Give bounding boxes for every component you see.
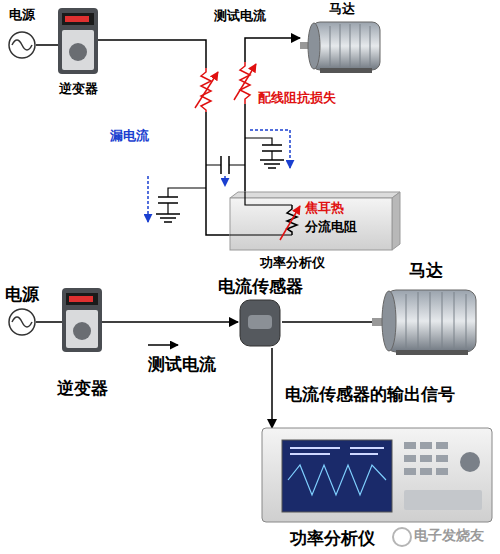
button bbox=[420, 442, 432, 449]
current-arrow bbox=[148, 344, 178, 346]
node-label: 电源 bbox=[5, 284, 39, 304]
analyzer-front bbox=[230, 198, 392, 250]
wire-connector bbox=[36, 321, 62, 323]
motor-endcap bbox=[308, 23, 320, 69]
capacitor-symbol bbox=[262, 145, 282, 151]
motor: 马达 bbox=[300, 18, 385, 73]
motor-fins bbox=[406, 292, 466, 350]
ac-source-symbol bbox=[9, 309, 35, 335]
motor-feet bbox=[320, 68, 372, 73]
edge-label: 测试电流 bbox=[212, 8, 268, 24]
motor-body bbox=[386, 290, 476, 352]
capacitor-wire bbox=[206, 164, 245, 165]
motor-fins bbox=[330, 24, 370, 68]
node-label: 功率分析仪 bbox=[290, 528, 375, 548]
power-source: 电源 bbox=[8, 308, 36, 336]
button bbox=[436, 468, 448, 475]
inverter-panel bbox=[62, 30, 94, 70]
button bbox=[436, 442, 448, 449]
button bbox=[404, 468, 416, 475]
variable-arrow bbox=[195, 72, 218, 108]
inverter-body bbox=[58, 8, 98, 74]
motor: 马达 bbox=[372, 284, 480, 356]
node-label: 焦耳热 bbox=[305, 200, 344, 216]
current-sensor-clamp bbox=[240, 300, 280, 346]
sine-wave bbox=[12, 317, 32, 327]
inverter-display bbox=[66, 293, 98, 305]
wire-connector bbox=[282, 321, 372, 323]
watermark: 电子发烧友 bbox=[414, 527, 484, 544]
leakage-arrow bbox=[147, 176, 149, 222]
motor-body bbox=[312, 22, 380, 70]
button bbox=[420, 455, 432, 462]
capacitor-symbol bbox=[221, 156, 229, 174]
power-source: 电源 bbox=[8, 31, 36, 59]
leakage-label: 漏电流 bbox=[110, 128, 149, 144]
node-label: 逆变器 bbox=[57, 378, 108, 398]
inverter-display bbox=[62, 13, 94, 25]
motor-feet bbox=[396, 350, 468, 355]
screen-bars bbox=[290, 448, 384, 454]
analyzer-port-strip bbox=[404, 490, 482, 510]
node-label: 分流电阻 bbox=[305, 219, 357, 235]
leakage-arrow bbox=[250, 130, 290, 168]
analyzer-side-face bbox=[392, 192, 400, 250]
inverter-knob bbox=[69, 43, 87, 61]
capacitor-symbol bbox=[158, 197, 178, 203]
power-analyzer: 焦耳热分流电阻功率分析仪 bbox=[230, 192, 400, 250]
ground-symbol bbox=[260, 160, 284, 168]
node-label: 马达 bbox=[329, 1, 355, 17]
node-label: 功率分析仪 bbox=[260, 255, 325, 271]
button bbox=[404, 442, 416, 449]
leakage-arrow bbox=[224, 176, 226, 186]
wire-connector bbox=[245, 38, 300, 192]
node-label: 马达 bbox=[409, 260, 443, 280]
edge-label: 电流传感器的输出信号 bbox=[283, 384, 457, 404]
node-label: 电流传感器 bbox=[218, 276, 303, 296]
analyzer-screen bbox=[282, 440, 392, 512]
current-sensor: 电流传感器 bbox=[238, 298, 282, 348]
wire-connector bbox=[98, 40, 230, 235]
internal-wire bbox=[245, 192, 292, 205]
button bbox=[420, 468, 432, 475]
inverter-digits bbox=[69, 296, 93, 302]
inverter-panel bbox=[66, 310, 98, 348]
watermark-logo bbox=[393, 528, 411, 546]
clamp-jaw bbox=[248, 315, 272, 329]
analyzer-case bbox=[262, 428, 492, 522]
analyzer-buttons bbox=[404, 442, 448, 475]
inverter: 逆变器 bbox=[58, 8, 98, 74]
wire-connector bbox=[102, 321, 238, 323]
power-analyzer: 功率分析仪 bbox=[262, 428, 492, 522]
node-label: 电源 bbox=[9, 7, 35, 23]
wire-connector bbox=[36, 44, 58, 46]
capacitor-wire bbox=[168, 188, 206, 214]
inverter: 逆变器 bbox=[62, 288, 102, 352]
analyzer-top-face bbox=[230, 192, 400, 198]
variable-arrow bbox=[234, 64, 256, 100]
button bbox=[436, 455, 448, 462]
analyzer-knob bbox=[460, 452, 480, 472]
inverter-body bbox=[62, 288, 102, 352]
button bbox=[404, 455, 416, 462]
heat-arrow bbox=[280, 206, 300, 240]
edge-label: 测试电流 bbox=[146, 354, 218, 374]
ac-source-symbol bbox=[9, 32, 35, 58]
node-label: 逆变器 bbox=[59, 81, 98, 97]
inverter-knob bbox=[73, 322, 91, 340]
sine-wave bbox=[12, 40, 32, 50]
ground-symbol bbox=[156, 214, 180, 222]
wire-connector bbox=[271, 348, 273, 428]
capacitor-wire bbox=[245, 138, 272, 160]
motor-endcap bbox=[382, 291, 396, 351]
screen-trace bbox=[288, 465, 386, 495]
loss-label: 配线阻抗损失 bbox=[258, 90, 336, 106]
inverter-digits bbox=[65, 16, 89, 22]
